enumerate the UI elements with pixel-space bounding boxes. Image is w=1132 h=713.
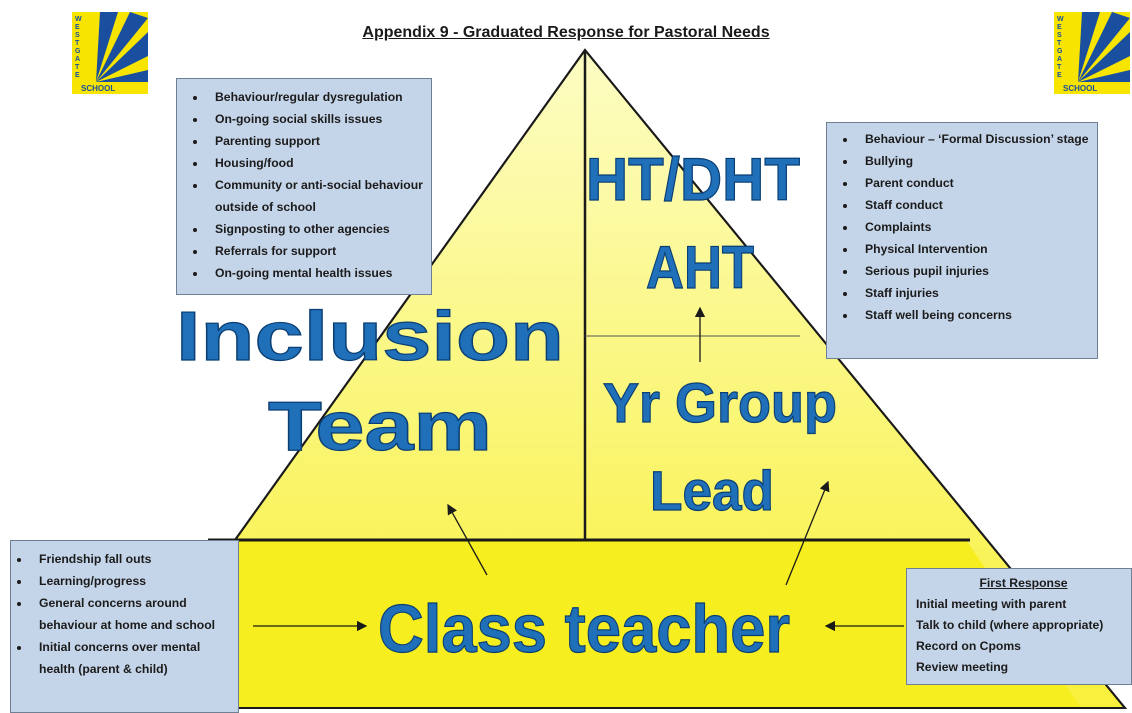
logo-letter: W	[75, 16, 82, 23]
list-item: Serious pupil injuries	[857, 260, 1091, 282]
logo-letter: W	[1057, 16, 1064, 23]
arrow-up-to-inclusion	[447, 503, 488, 576]
list-item: General concerns around behaviour at hom…	[31, 592, 234, 636]
list-item: Parent conduct	[857, 172, 1091, 194]
logo-letter: E	[75, 72, 80, 79]
logo-letter: S	[1057, 32, 1062, 39]
list-item: Staff well being concerns	[857, 304, 1091, 326]
logo-letter: E	[1057, 72, 1062, 79]
list-item: Community or anti-social behaviour outsi…	[207, 174, 427, 218]
logo-word: SCHOOL	[1063, 84, 1097, 93]
logo-word: SCHOOL	[81, 84, 115, 93]
lead-label: Lead	[650, 459, 774, 522]
list-item: Complaints	[857, 216, 1091, 238]
yr-group-label: Yr Group	[603, 371, 837, 434]
senior-needs-box: Behaviour – ‘Formal Discussion’ stage Bu…	[826, 122, 1098, 359]
first-response-line: Record on Cpoms	[916, 639, 1021, 653]
list-item: Referrals for support	[207, 240, 427, 262]
logo-letter: G	[1057, 48, 1063, 55]
logo-letter: A	[1057, 56, 1062, 63]
first-response-box: First Response Initial meeting with pare…	[906, 568, 1132, 685]
list-item: Friendship fall outs	[31, 548, 234, 570]
logo-letter: S	[75, 32, 80, 39]
logo-letter: T	[75, 64, 80, 71]
aht-label: AHT	[646, 234, 754, 301]
list-item: Staff conduct	[857, 194, 1091, 216]
inclusion-needs-box: Behaviour/regular dysregulation On-going…	[176, 78, 432, 295]
first-response-line: Initial meeting with parent	[916, 597, 1067, 611]
ht-dht-label: HT/DHT	[586, 146, 800, 213]
logo-letter: T	[1057, 40, 1062, 47]
list-item: Signposting to other agencies	[207, 218, 427, 240]
list-item: On-going social skills issues	[207, 108, 427, 130]
first-response-heading: First Response	[979, 576, 1068, 590]
team-label: Team	[268, 387, 492, 465]
class-teacher-band	[115, 540, 1081, 708]
list-item: Behaviour/regular dysregulation	[207, 86, 427, 108]
school-logo-right: W E S T G A T E SCHOOL	[1054, 12, 1130, 94]
pyramid-outline	[113, 48, 1128, 709]
logo-letter: G	[75, 48, 81, 55]
list-item: On-going mental health issues	[207, 262, 427, 284]
list-item: Housing/food	[207, 152, 427, 174]
logo-letter: E	[1057, 24, 1062, 31]
list-item: Physical Intervention	[857, 238, 1091, 260]
list-item: Learning/progress	[31, 570, 234, 592]
list-item: Behaviour – ‘Formal Discussion’ stage	[857, 128, 1091, 150]
logo-letter: A	[75, 56, 80, 63]
class-teacher-label: Class teacher	[378, 591, 790, 667]
arrow-up-to-lead	[785, 480, 830, 586]
first-response-line: Talk to child (where appropriate)	[916, 618, 1104, 632]
inclusion-label: Inclusion	[176, 297, 564, 375]
logo-letter: T	[75, 40, 80, 47]
school-logo-left: W E S T G A T E SCHOOL	[72, 12, 148, 94]
list-item: Parenting support	[207, 130, 427, 152]
first-response-line: Review meeting	[916, 660, 1009, 674]
logo-letter: T	[1057, 64, 1062, 71]
list-item: Staff injuries	[857, 282, 1091, 304]
class-needs-box: Friendship fall outs Learning/progress G…	[10, 540, 239, 713]
list-item: Bullying	[857, 150, 1091, 172]
list-item: Initial concerns over mental health (par…	[31, 636, 234, 680]
page-title: Appendix 9 - Graduated Response for Past…	[362, 24, 770, 41]
logo-letter: E	[75, 24, 80, 31]
